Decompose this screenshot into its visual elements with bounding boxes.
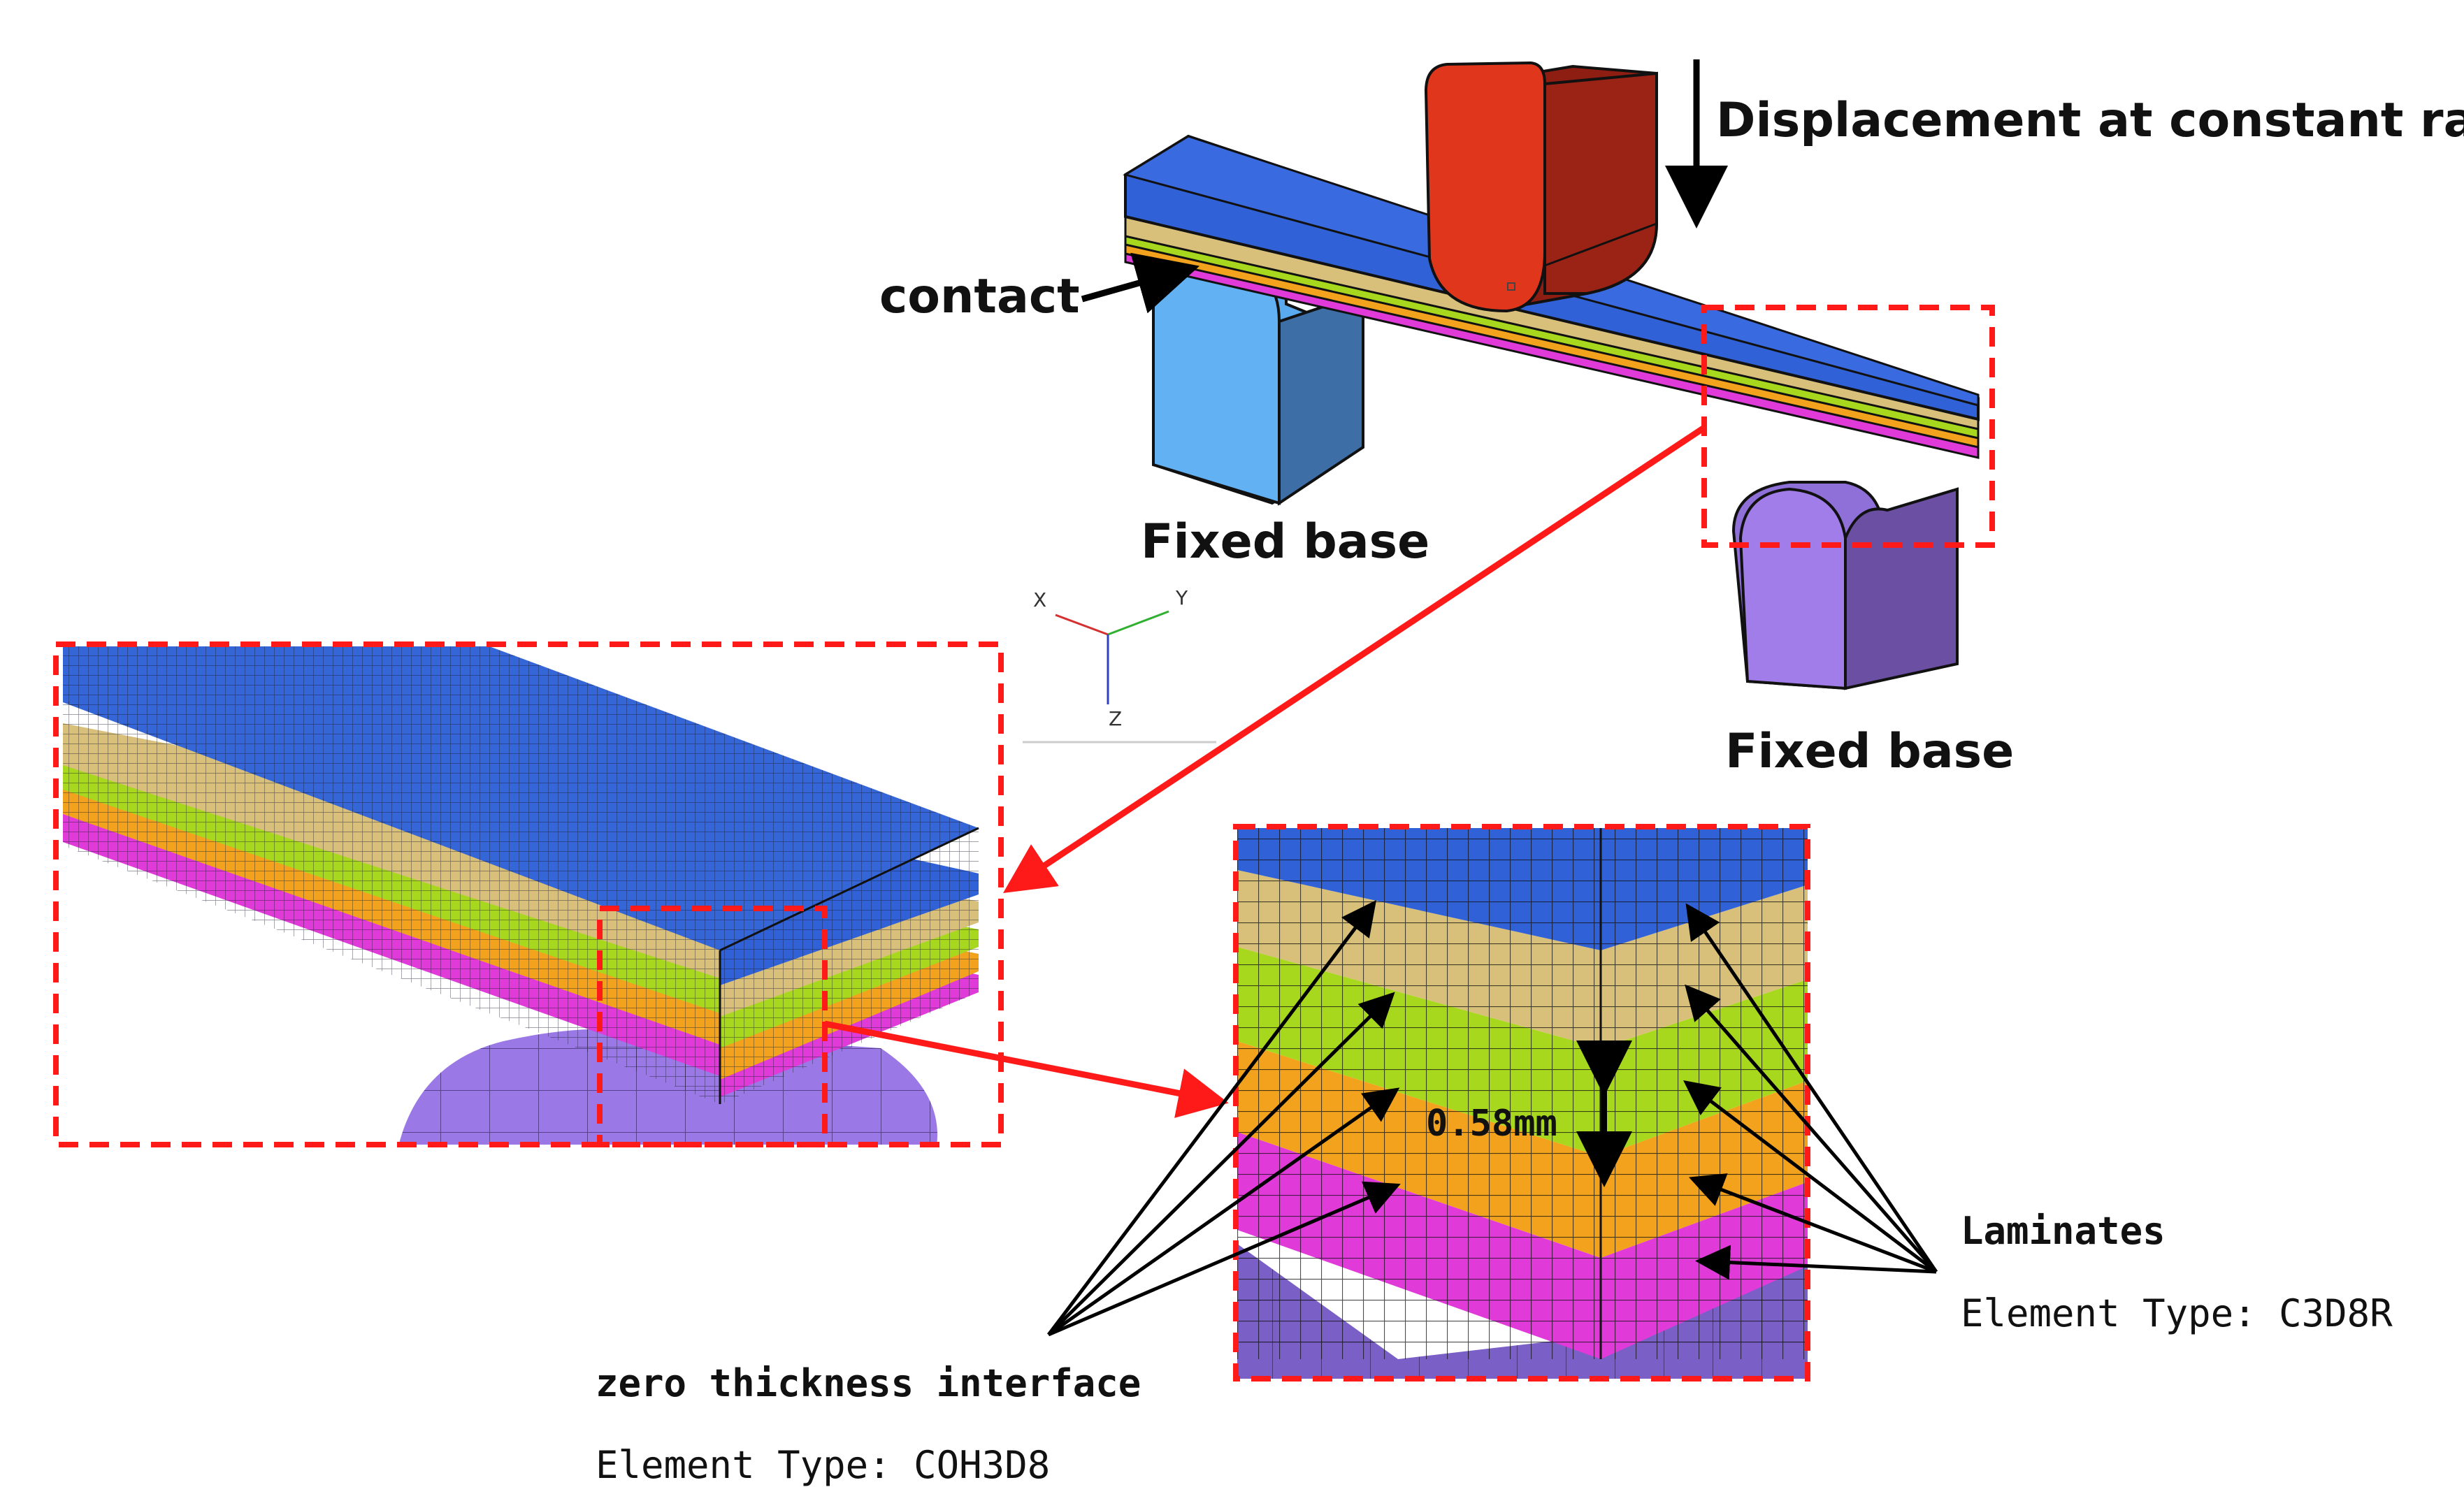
thickness-label: 0.58mm (1426, 1103, 1557, 1145)
axis-z-label: Z (1109, 707, 1122, 730)
laminates-label: Laminates (1961, 1209, 2166, 1253)
assembly-view (1123, 61, 1980, 690)
displacement-label: Displacement at constant rate (1716, 93, 2464, 148)
highlight-box-panel-1 (53, 641, 1004, 1147)
interface-pointers (1047, 900, 1401, 1337)
highlight-box-assembly (1701, 305, 1995, 548)
laminate-pointers (1683, 903, 1938, 1280)
zoom-connector-2 (824, 1020, 1229, 1118)
right-support (1731, 481, 1959, 690)
axis-x-label: X (1033, 588, 1046, 611)
left-support (1152, 257, 1364, 506)
highlight-box-panel-2 (1233, 824, 1810, 1382)
arrow-right-icon (1081, 252, 1199, 314)
coordinate-triad-icon: X Y Z (1023, 586, 1216, 744)
axis-y-label: Y (1175, 586, 1188, 609)
interface-label: zero thickness interface (596, 1361, 1141, 1405)
laminates-element-type: Element Type: C3D8R (1961, 1291, 2393, 1335)
punch (1424, 61, 1658, 313)
zoom-panel-detail (1233, 824, 1810, 1382)
zoom-panel-mesh (53, 641, 1004, 1147)
interface-element-type: Element Type: COH3D8 (596, 1443, 1050, 1487)
zoom-connector-1 (1003, 425, 1706, 893)
fixed-base-label-left: Fixed base (1141, 514, 1429, 570)
fixed-base-label-right: Fixed base (1725, 724, 2014, 779)
contact-label: contact (879, 269, 1080, 324)
